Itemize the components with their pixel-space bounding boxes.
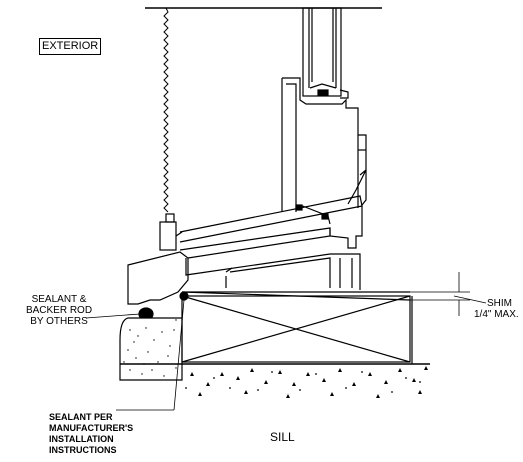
exterior-nosing — [127, 213, 189, 305]
sloped-sill — [179, 169, 367, 290]
sealant-backer-line-3: BY OTHERS — [30, 316, 88, 327]
sealant-backer-label: SEALANT & BACKER ROD BY OTHERS — [22, 294, 96, 327]
sealant-backer-line-1: SEALANT & — [31, 294, 87, 305]
sealant-per-line-4: INSTRUCTIONS — [49, 445, 117, 455]
sealant-per-line-3: INSTALLATION — [49, 434, 114, 444]
sill-blocking — [119, 317, 183, 381]
exterior-label: EXTERIOR — [39, 38, 102, 55]
sealant-per-line-2: MANUFACTURER'S — [49, 423, 134, 433]
sealant-backer-line-2: BACKER ROD — [25, 305, 93, 316]
shim-line-1: SHIM — [487, 298, 512, 309]
concrete-aggregate — [185, 366, 428, 398]
glazing-unit — [302, 7, 349, 99]
sealant-per-line-1: SEALANT PER — [49, 412, 113, 422]
sealant-per-label: SEALANT PER MANUFACTURER'S INSTALLATION … — [49, 412, 133, 456]
stipple — [123, 319, 177, 377]
sill-label: SILL — [270, 430, 295, 444]
leader-lines — [85, 299, 185, 411]
sash-frame — [281, 77, 367, 249]
shim-line-2: 1/4" MAX. — [474, 309, 519, 320]
dimension-lines — [410, 272, 487, 316]
shim-label: SHIM 1/4" MAX. — [474, 298, 519, 320]
break-line — [163, 7, 169, 213]
shim-block — [181, 291, 411, 363]
